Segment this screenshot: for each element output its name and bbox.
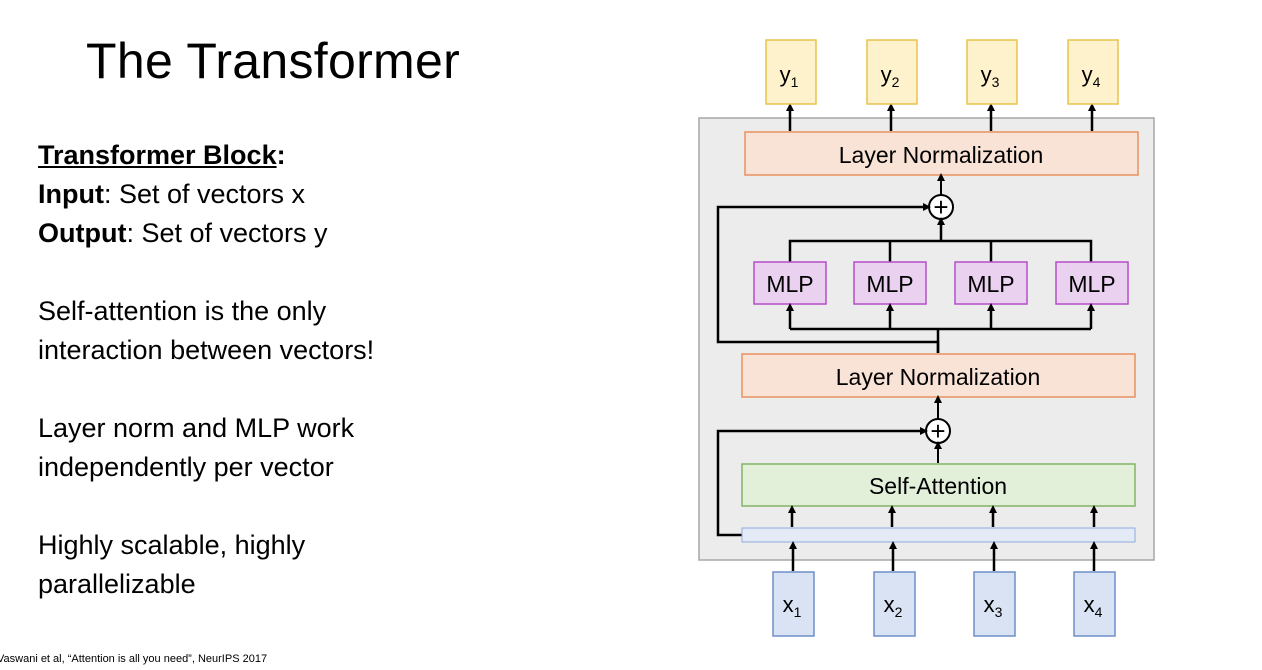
input-label: Input xyxy=(38,179,104,209)
input-text: : Set of vectors x xyxy=(103,179,306,209)
plus-top: + xyxy=(933,192,948,222)
input-label-x1: x1 xyxy=(783,592,802,620)
mlp-box-4 xyxy=(1055,261,1129,305)
input-line: Input: Set of vectors x xyxy=(38,175,374,214)
output-label-y4: y4 xyxy=(1082,62,1101,90)
point1-line2: interaction between vectors! xyxy=(38,335,375,365)
point1-line1: Self-attention is the only xyxy=(38,296,327,326)
ln-to-mlp-lines xyxy=(790,327,1091,353)
mlp-box-3 xyxy=(954,261,1028,305)
mlp-label-4: MLP xyxy=(1068,271,1115,297)
block-heading-colon: : xyxy=(276,140,286,170)
slide-title: The Transformer xyxy=(86,33,461,89)
point2-line1: Layer norm and MLP work xyxy=(38,413,355,443)
mlp-label-1: MLP xyxy=(766,271,813,297)
citation: Vaswani et al, “Attention is all you nee… xyxy=(0,653,268,665)
point3-line2: parallelizable xyxy=(38,569,196,599)
layer-norm-bottom-label: Layer Normalization xyxy=(836,364,1041,390)
output-label-y2: y2 xyxy=(881,62,900,90)
input-label-x2: x2 xyxy=(884,592,903,620)
input-box-x1 xyxy=(772,571,815,637)
input-box-x4 xyxy=(1073,571,1116,637)
layer-norm-bottom-box xyxy=(741,353,1136,398)
layer-norm-top-label: Layer Normalization xyxy=(839,142,1044,168)
input-box-x2 xyxy=(873,571,916,637)
input-label-x4: x4 xyxy=(1084,592,1103,620)
output-label-y3: y3 xyxy=(981,62,1000,90)
output-line: Output: Set of vectors y xyxy=(38,214,374,253)
self-attention-label: Self-Attention xyxy=(869,473,1007,499)
self-attention-box xyxy=(741,463,1136,507)
block-heading: Transformer Block xyxy=(38,140,277,170)
skip-connection-bottom xyxy=(716,427,928,537)
input-box-x3 xyxy=(973,571,1016,637)
bullet-list: Transformer Block: Input: Set of vectors… xyxy=(38,136,374,604)
point2-line2: independently per vector xyxy=(38,452,334,482)
point3-line1: Highly scalable, highly xyxy=(38,530,306,560)
layer-norm-top-box xyxy=(744,131,1139,176)
plus-bottom: + xyxy=(930,416,945,446)
output-box-y1 xyxy=(765,39,817,105)
output-label: Output xyxy=(38,218,127,248)
input-label-x3: x3 xyxy=(984,592,1003,620)
output-box-y2 xyxy=(866,39,918,105)
input-vector-bar xyxy=(741,527,1136,543)
output-text: : Set of vectors y xyxy=(126,218,328,248)
block-heading-line: Transformer Block: xyxy=(38,136,374,175)
mlp-label-2: MLP xyxy=(866,271,913,297)
output-label-y1: y1 xyxy=(780,62,799,90)
output-box-y3 xyxy=(966,39,1018,105)
mlp-label-3: MLP xyxy=(967,271,1014,297)
output-box-y4 xyxy=(1067,39,1119,105)
